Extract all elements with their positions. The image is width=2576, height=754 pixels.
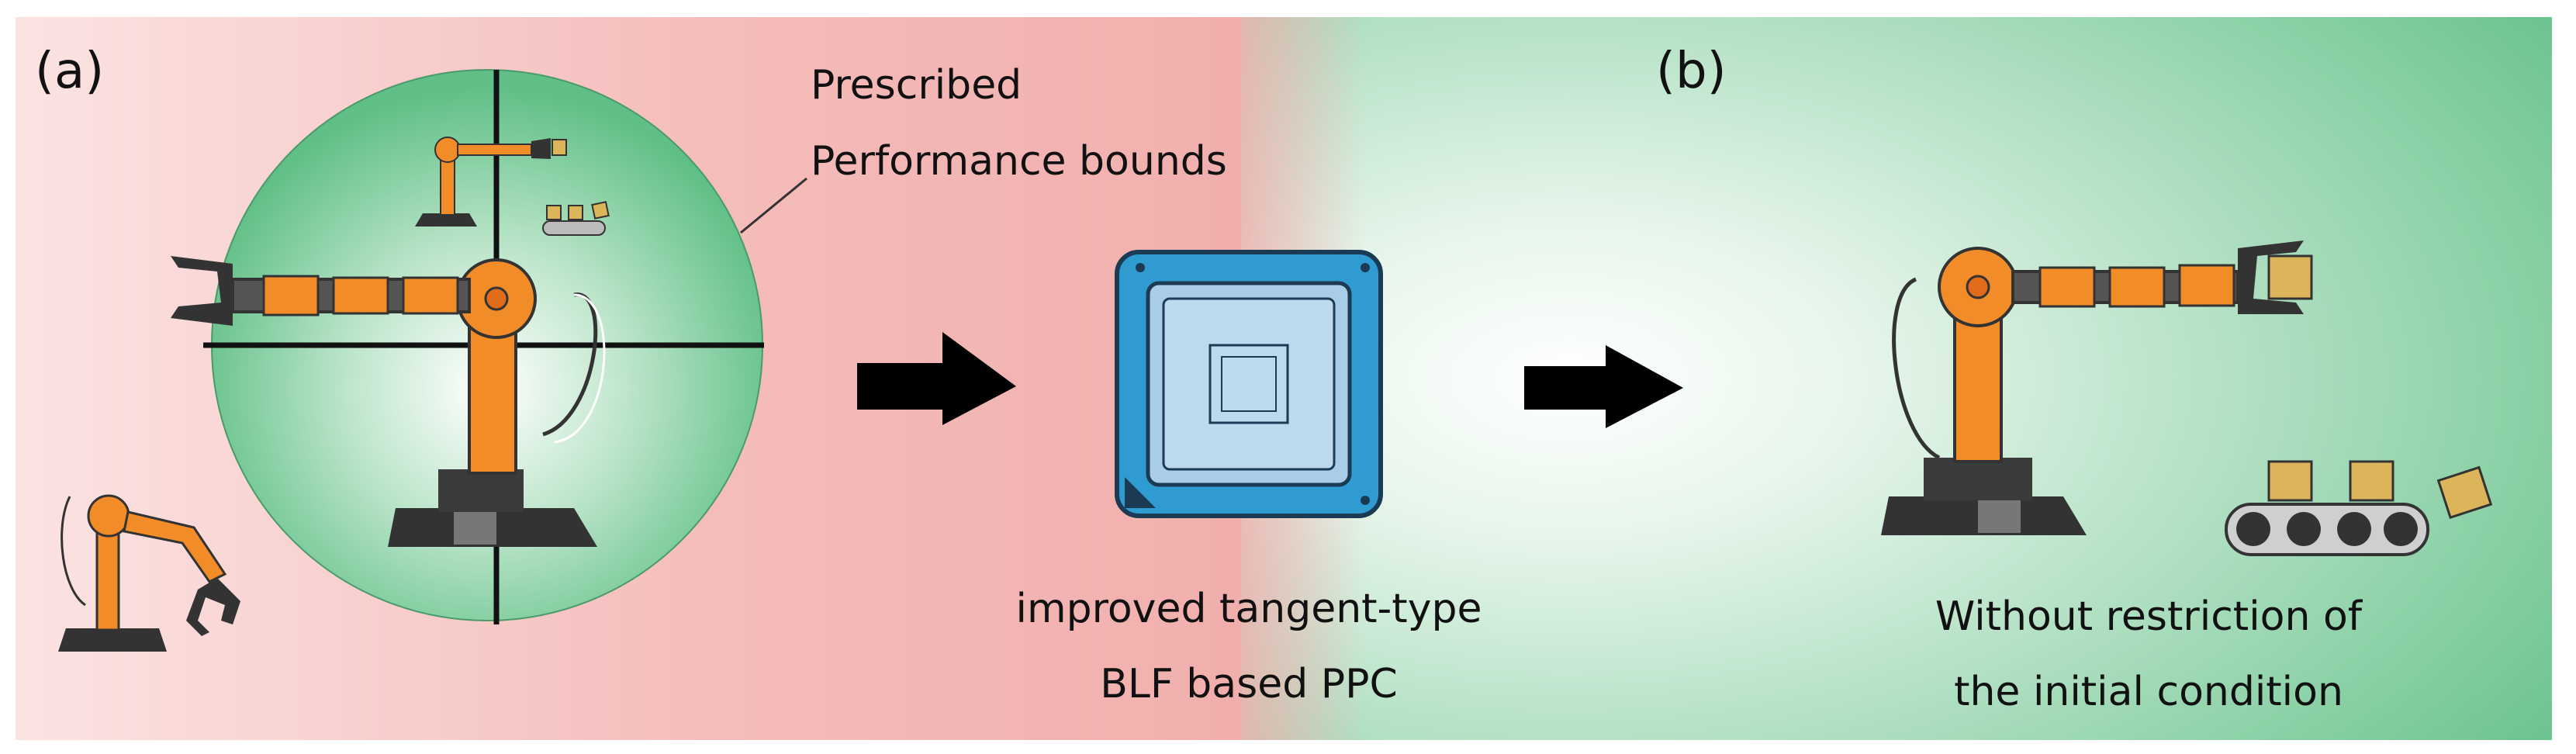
conveyor-belt-icon xyxy=(2225,460,2493,556)
right-arrow-icon xyxy=(857,332,1016,425)
robot-arm-icon-shaking xyxy=(58,494,240,652)
robot-arm-icon-right xyxy=(1881,240,2313,535)
robot-arm-icon xyxy=(171,256,606,547)
processor-chip-icon xyxy=(1115,250,1383,518)
right-arrow-icon-2 xyxy=(1524,345,1683,428)
processor-caption-line2: BLF based PPC xyxy=(1100,661,1398,707)
panel-b-caption-line1: Without restriction of xyxy=(1935,593,2363,640)
panel-b-caption-line2: the initial condition xyxy=(1954,669,2343,715)
panel-b-label: (b) xyxy=(1656,43,1727,100)
processor-caption-line1: improved tangent-type xyxy=(1015,586,1482,632)
bounds-leader-line xyxy=(740,177,807,234)
conveyor-belt-icon-small xyxy=(542,201,610,236)
panel-a-label: (a) xyxy=(35,43,105,100)
bounds-label-line1: Prescribed xyxy=(811,62,1022,109)
robot-arm-icon-small-top xyxy=(415,137,567,227)
bounds-label-line2: Performance bounds xyxy=(811,138,1227,185)
